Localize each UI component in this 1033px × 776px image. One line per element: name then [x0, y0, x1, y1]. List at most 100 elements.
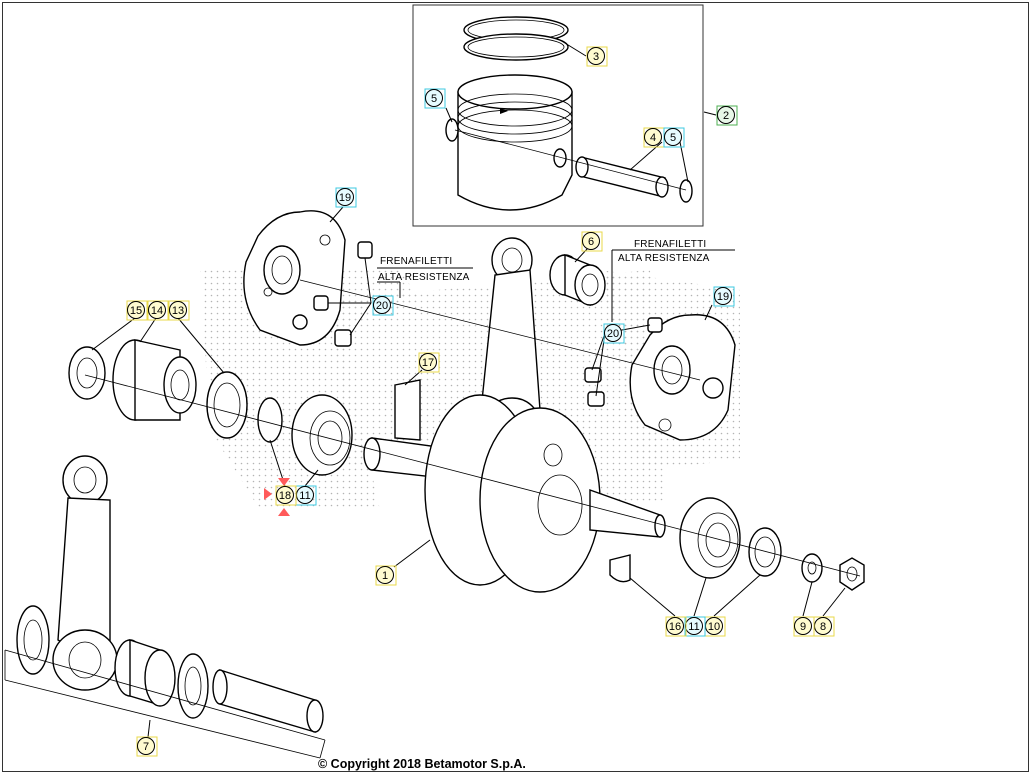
callout-number: 2 [723, 110, 729, 122]
callout-circle [666, 617, 684, 635]
piston-rings [463, 16, 569, 61]
callout-circle [276, 486, 294, 504]
callout-number: 9 [800, 621, 806, 633]
note-line-2: ALTA RESISTENZA [618, 253, 710, 264]
note-line-1: FRENAFILETTI [634, 239, 706, 250]
callout-number: 16 [669, 621, 681, 633]
callout-circle [373, 296, 391, 314]
callout-20: 20 [603, 323, 625, 344]
crank-nut-15 [68, 346, 106, 400]
callout-number: 3 [593, 51, 599, 63]
callout-15: 15 [126, 300, 148, 321]
callout-frame [136, 736, 158, 757]
small-end-cage-bearing [549, 253, 606, 307]
callout-circle [148, 301, 166, 319]
callout-6: 6 [581, 231, 603, 252]
callout-circle [419, 353, 437, 371]
callout-circle [604, 324, 622, 342]
callout-number: 6 [588, 236, 594, 248]
piston [457, 74, 573, 211]
assembly-axes [4, 279, 861, 759]
callout-circle [376, 566, 394, 584]
callout-3: 3 [586, 46, 608, 67]
callout-number: 17 [422, 357, 434, 369]
callout-number: 15 [130, 305, 142, 317]
note-line-2: ALTA RESISTENZA [378, 272, 470, 283]
callout-frame [793, 616, 815, 637]
callout-frame [424, 88, 446, 109]
callout-frame [586, 46, 608, 67]
right-crank-screws [584, 317, 663, 407]
callout-frame [603, 323, 625, 344]
callout-number: 11 [299, 490, 310, 502]
callout-frame [375, 565, 397, 586]
callout-11: 11 [684, 616, 706, 637]
callout-frame [665, 616, 687, 637]
callout-number: 5 [431, 93, 437, 105]
callout-number: 18 [279, 490, 291, 502]
callout-circle [664, 128, 682, 146]
circlip-right [679, 179, 693, 203]
callout-circle [717, 106, 735, 124]
callout-frame [713, 286, 735, 307]
crankshaft [363, 379, 666, 593]
note-line-1: FRENAFILETTI [380, 256, 452, 267]
callout-frame [663, 127, 685, 148]
callout-frame [335, 187, 357, 208]
circlip-left [445, 118, 459, 142]
oil-seal-13 [206, 371, 248, 439]
copyright-text: © Copyright 2018 Betamotor S.p.A. [318, 757, 526, 771]
callout-frame [418, 352, 440, 373]
callout-4: 4 [643, 127, 665, 148]
callout-16: 16 [665, 616, 687, 637]
callout-frame [581, 231, 603, 252]
woodruff-key [609, 554, 631, 583]
callout-circle [714, 287, 732, 305]
callout-frame [684, 616, 706, 637]
callout-number: 4 [650, 132, 656, 144]
threadlocker-note-left: FRENAFILETTI ALTA RESISTENZA [378, 256, 470, 283]
callout-circle [425, 89, 443, 107]
callout-1: 1 [375, 565, 397, 586]
callout-10: 10 [704, 616, 726, 637]
callout-circle [644, 128, 662, 146]
callout-frame [126, 300, 148, 321]
callout-number: 19 [339, 192, 351, 204]
piston-pin [575, 156, 669, 198]
callout-19: 19 [713, 286, 735, 307]
callout-circle [587, 47, 605, 65]
callout-circle [127, 301, 145, 319]
o-ring-18 [257, 397, 283, 443]
callout-13: 13 [168, 300, 190, 321]
callout-17: 17 [418, 352, 440, 373]
callout-circle [169, 301, 187, 319]
callout-circle [336, 188, 354, 206]
callout-18: 18 [275, 485, 297, 506]
callout-5: 5 [663, 127, 685, 148]
gear-14 [112, 339, 197, 421]
callout-2: 2 [716, 105, 738, 126]
callout-5: 5 [424, 88, 446, 109]
callout-frame [275, 485, 297, 506]
piston-kit-box [412, 4, 704, 227]
callout-20: 20 [372, 295, 394, 316]
oil-seal-10 [748, 527, 782, 577]
callout-8: 8 [813, 616, 835, 637]
callout-circle [137, 737, 155, 755]
callout-frame [168, 300, 190, 321]
conrod-kit [16, 455, 324, 733]
callout-frame [372, 295, 394, 316]
threadlocker-note-right: FRENAFILETTI ALTA RESISTENZA [618, 239, 710, 264]
bearing-11-left [291, 394, 353, 476]
callout-number: 20 [607, 328, 619, 340]
right-flywheel-half [629, 314, 736, 441]
callout-number: 20 [376, 300, 388, 312]
washer-9 [801, 553, 823, 583]
callout-number: 1 [382, 570, 388, 582]
left-flywheel-half [243, 210, 346, 346]
callout-7: 7 [136, 736, 158, 757]
